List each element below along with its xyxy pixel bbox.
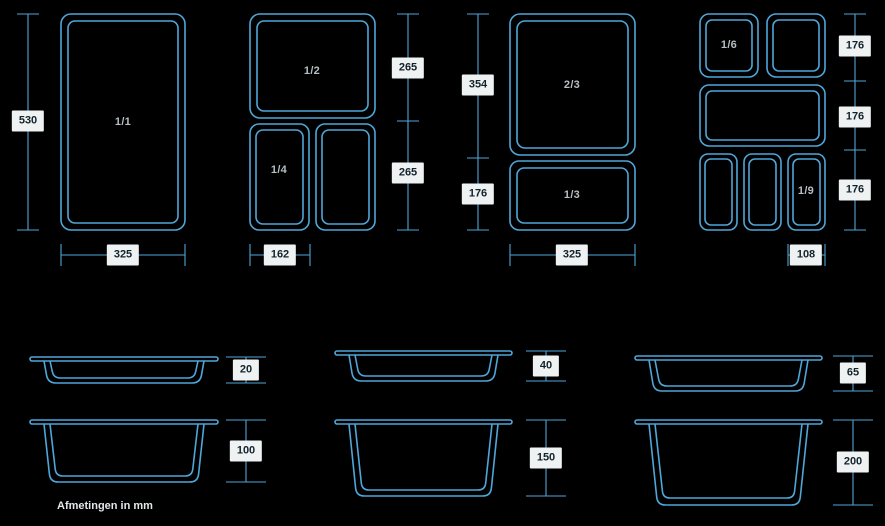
dim-value-265-top: 265 [391, 57, 425, 79]
pan-size-label-1-1: 1/1 [114, 116, 132, 128]
dim-value-176-2: 176 [838, 106, 872, 128]
gn-1-6-pan-outline [699, 13, 826, 231]
side-view-depth-150 [334, 419, 513, 497]
side-view-depth-100 [29, 419, 219, 483]
side-view-depth-40 [334, 350, 513, 382]
side-view-depth-65 [634, 355, 823, 392]
pan-size-label-1-9: 1/9 [797, 185, 815, 197]
pan-size-label-1-3: 1/3 [563, 189, 581, 201]
dim-value-108: 108 [789, 244, 823, 266]
dim-value-325-gn23: 325 [555, 244, 589, 266]
depth-value-200: 200 [836, 451, 870, 473]
side-view-depth-20 [29, 356, 219, 384]
depth-value-65: 65 [839, 362, 867, 384]
dim-value-176-gn23: 176 [461, 183, 495, 205]
dimensions-unit-note: Afmetingen in mm [57, 500, 153, 512]
depth-value-100: 100 [229, 440, 263, 462]
dim-value-354: 354 [461, 74, 495, 96]
dim-value-162: 162 [263, 244, 297, 266]
dim-value-325-gn11: 325 [106, 244, 140, 266]
depth-value-20: 20 [232, 359, 260, 381]
pan-size-label-1-4: 1/4 [270, 164, 288, 176]
dim-value-530: 530 [11, 110, 45, 132]
gn-1-2-height-dimension-line [397, 13, 419, 231]
gn-1-2-pan-outline [249, 13, 376, 231]
dim-value-176-1: 176 [838, 35, 872, 57]
depth-value-40: 40 [532, 355, 560, 377]
side-view-depth-200 [634, 419, 823, 506]
pan-size-label-1-6: 1/6 [720, 39, 738, 51]
gn-1-1-pan-outline [60, 13, 186, 231]
pan-size-label-2-3: 2/3 [563, 79, 581, 91]
depth-value-150: 150 [529, 447, 563, 469]
pan-size-label-1-2: 1/2 [303, 65, 321, 77]
dim-value-176-3: 176 [838, 179, 872, 201]
gn-2-3-pan-outline [509, 13, 636, 231]
dim-value-265-bottom: 265 [391, 162, 425, 184]
